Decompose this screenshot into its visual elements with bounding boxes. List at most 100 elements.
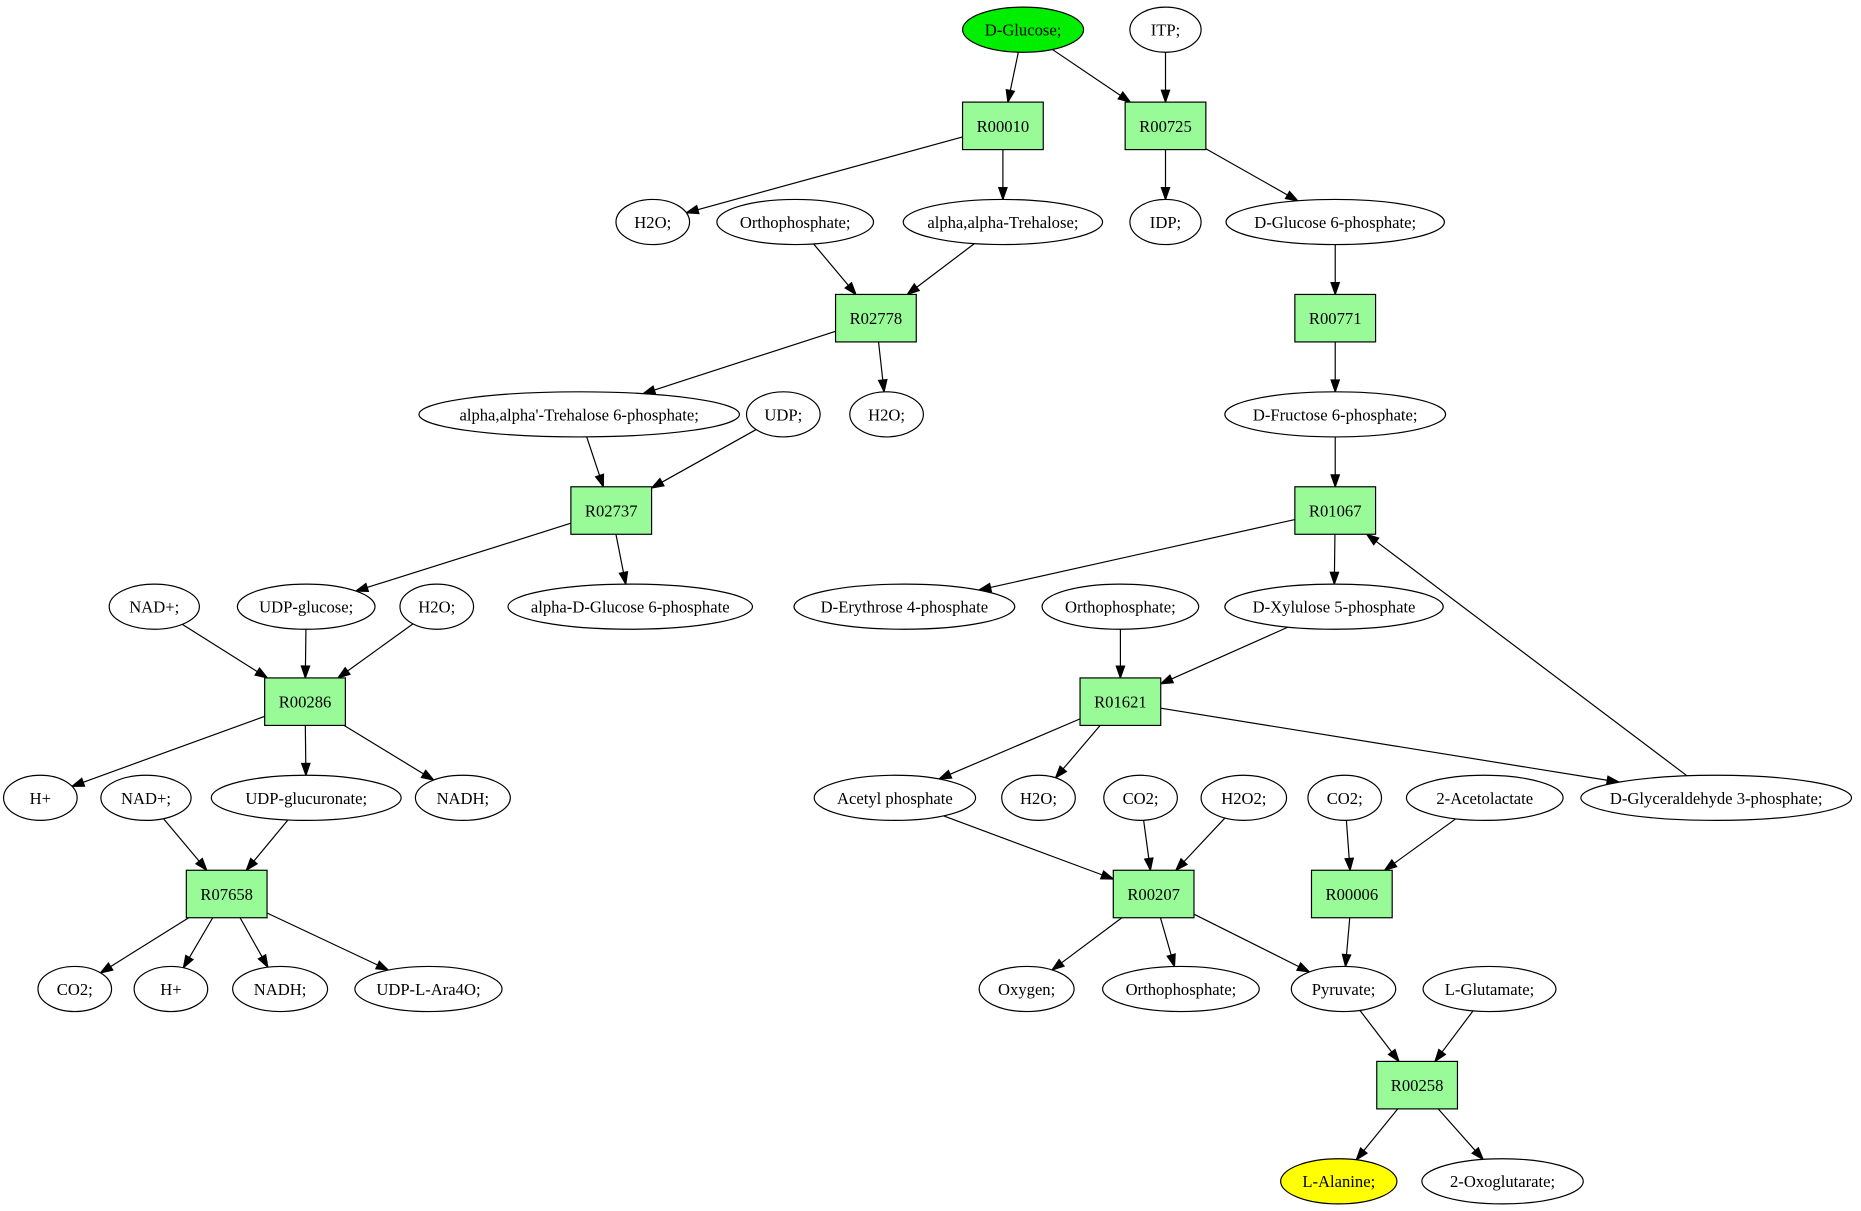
compound-node-orthophosphate-2[interactable]: Orthophosphate; — [1041, 583, 1200, 630]
edge-r00286-to-nadh-1 — [343, 724, 436, 781]
edges-layer — [70, 48, 1688, 1162]
edge-line — [813, 243, 849, 286]
compound-node-trehalose[interactable]: alpha,alpha-Trehalose; — [902, 198, 1104, 246]
compound-ellipse — [1102, 965, 1260, 1013]
compound-node-glucose[interactable]: D-Glucose; — [961, 6, 1085, 53]
reaction-node-r00771[interactable]: R00771 — [1294, 293, 1377, 343]
compound-node-nadh-2[interactable]: NADH; — [232, 965, 329, 1013]
compound-node-e4p[interactable]: D-Erythrose 4-phosphate — [793, 583, 1016, 630]
compound-ellipse — [133, 965, 209, 1013]
arrowhead-icon — [1160, 89, 1171, 104]
reaction-node-r07658[interactable]: R07658 — [185, 869, 268, 919]
reaction-node-r01621[interactable]: R01621 — [1079, 677, 1162, 727]
reaction-box — [1376, 1060, 1459, 1110]
compound-label: UDP; — [764, 405, 802, 424]
compound-node-hplus-1[interactable]: H+ — [2, 774, 78, 821]
edge-line — [253, 819, 289, 862]
edge-udp-to-r02737 — [650, 429, 757, 489]
reaction-node-r00725[interactable]: R00725 — [1124, 101, 1207, 151]
compound-node-h2o-4[interactable]: H2O; — [1001, 774, 1076, 821]
compound-node-h2o-2[interactable]: H2O; — [849, 391, 924, 438]
compound-node-co2-3[interactable]: CO2; — [37, 965, 113, 1013]
compound-node-co2-2[interactable]: CO2; — [1307, 774, 1383, 821]
edge-r02737-to-udpglucose — [354, 522, 572, 593]
compound-node-udpglucose[interactable]: UDP-glucose; — [236, 583, 376, 630]
reaction-node-r02737[interactable]: R02737 — [570, 486, 653, 535]
compound-node-co2-1[interactable]: CO2; — [1103, 774, 1178, 821]
arrowhead-icon — [844, 281, 858, 296]
edge-line — [1363, 1108, 1399, 1151]
compound-ellipse — [1307, 774, 1383, 821]
compound-label: UDP-glucose; — [259, 598, 353, 617]
compound-ellipse — [793, 583, 1016, 630]
compound-label: alpha,alpha-Trehalose; — [927, 213, 1078, 232]
compound-node-oxoglutarate[interactable]: 2-Oxoglutarate; — [1421, 1158, 1584, 1205]
reaction-label: R07658 — [200, 885, 253, 904]
edge-line — [1051, 48, 1121, 96]
edge-r07658-to-nadh-2 — [239, 917, 269, 969]
compound-node-t6p[interactable]: alpha,alpha'-Trehalose 6-phosphate; — [418, 391, 741, 438]
reaction-box — [185, 869, 268, 919]
edge-line — [1062, 725, 1101, 770]
reaction-node-r01067[interactable]: R01067 — [1294, 486, 1377, 535]
compound-node-orthophosphate-3[interactable]: Orthophosphate; — [1102, 965, 1260, 1013]
compound-node-udpara4o[interactable]: UDP-L-Ara4O; — [354, 965, 503, 1013]
arrowhead-icon — [70, 777, 86, 787]
reaction-node-r00286[interactable]: R00286 — [264, 677, 346, 727]
reaction-label: R00725 — [1139, 117, 1192, 136]
edge-line — [615, 534, 625, 573]
reaction-node-r02778[interactable]: R02778 — [834, 293, 917, 343]
compound-node-g6p[interactable]: D-Glucose 6-phosphate; — [1225, 198, 1446, 246]
compound-node-alanine[interactable]: L-Alanine; — [1280, 1158, 1398, 1205]
edge-glucose-to-r00010 — [1005, 52, 1019, 104]
compound-node-g3p[interactable]: D-Glyceraldehyde 3-phosphate; — [1580, 774, 1853, 821]
edge-line — [188, 917, 214, 958]
edge-line — [1359, 1010, 1393, 1053]
compound-ellipse — [507, 583, 754, 630]
compound-label: H2O; — [634, 213, 671, 232]
compound-node-h2o2[interactable]: H2O2; — [1200, 774, 1288, 821]
compound-node-nadh-1[interactable]: NADH; — [414, 774, 511, 821]
edge-line — [697, 136, 963, 211]
reaction-label: R02778 — [850, 309, 903, 328]
reaction-node-r00010[interactable]: R00010 — [961, 101, 1044, 151]
compound-node-hplus-2[interactable]: H+ — [133, 965, 209, 1013]
edge-glutamate-to-r00258 — [1433, 1010, 1474, 1063]
compound-node-glutamate[interactable]: L-Glutamate; — [1422, 965, 1557, 1013]
compound-node-orthophosphate-1[interactable]: Orthophosphate; — [716, 198, 875, 246]
reaction-node-r00207[interactable]: R00207 — [1112, 869, 1195, 919]
compound-node-h2o-1[interactable]: H2O; — [615, 198, 691, 246]
compound-node-idp[interactable]: IDP; — [1129, 198, 1202, 246]
compound-node-acetolactate[interactable]: 2-Acetolactate — [1405, 774, 1564, 821]
compound-node-nad-2[interactable]: NAD+; — [100, 774, 192, 821]
compound-label: ITP; — [1151, 21, 1181, 40]
compound-node-udpglucuronate[interactable]: UDP-glucuronate; — [210, 774, 402, 821]
compound-ellipse — [1041, 583, 1200, 630]
compound-label: alpha-D-Glucose 6-phosphate — [531, 598, 730, 617]
arrowhead-icon — [1330, 474, 1341, 489]
compound-node-oxygen[interactable]: Oxygen; — [978, 965, 1075, 1013]
compound-node-h2o-3[interactable]: H2O; — [399, 583, 475, 630]
compound-node-nad-1[interactable]: NAD+; — [108, 583, 200, 630]
reaction-box — [1112, 869, 1195, 919]
compound-node-itp[interactable]: ITP; — [1129, 6, 1202, 53]
compound-label: D-Fructose 6-phosphate; — [1253, 405, 1418, 424]
compound-node-adg6p[interactable]: alpha-D-Glucose 6-phosphate — [507, 583, 754, 630]
arrowhead-icon — [877, 378, 888, 394]
compound-node-pyruvate[interactable]: Pyruvate; — [1290, 965, 1397, 1013]
arrowhead-icon — [684, 204, 700, 215]
reaction-node-r00258[interactable]: R00258 — [1376, 1060, 1459, 1110]
reaction-node-r00006[interactable]: R00006 — [1310, 869, 1393, 919]
compound-node-x5p[interactable]: D-Xylulose 5-phosphate — [1224, 583, 1444, 630]
arrowhead-icon — [1115, 665, 1126, 680]
edge-line — [990, 518, 1295, 589]
edge-line — [1159, 917, 1172, 956]
compound-node-acetylp[interactable]: Acetyl phosphate — [813, 774, 977, 821]
compound-ellipse — [100, 774, 192, 821]
compound-label: 2-Oxoglutarate; — [1450, 1172, 1555, 1191]
compound-label: Orthophosphate; — [1065, 598, 1176, 617]
compound-node-f6p[interactable]: D-Fructose 6-phosphate; — [1224, 391, 1447, 438]
compound-node-udp[interactable]: UDP; — [745, 391, 821, 438]
arrowhead-icon — [354, 582, 370, 593]
